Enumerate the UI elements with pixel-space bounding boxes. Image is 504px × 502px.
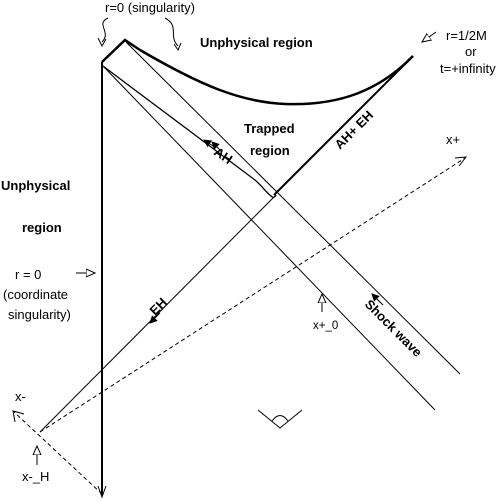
ah-eh-horizon-line	[273, 55, 414, 196]
callout-right-head	[173, 42, 182, 52]
x-minus-arrow	[12, 410, 25, 423]
singularity-label: singularity)	[8, 307, 71, 322]
singularity-top-label: r=0 (singularity)	[105, 0, 195, 15]
x-plus-label: x+	[446, 132, 460, 147]
r-half-m-pointer	[422, 31, 437, 42]
observer-arc	[271, 415, 289, 422]
r-half-m-label: r=1/2M	[446, 28, 487, 43]
shock-arrow-2	[371, 293, 384, 306]
shock-wave-line-lower	[102, 65, 436, 411]
unphysical-left-label-1: Unphysical	[1, 178, 70, 193]
x-minus-label: x-	[15, 389, 26, 404]
coordinate-label: (coordinate	[3, 287, 68, 302]
trapped-label-2: region	[250, 143, 290, 158]
unphysical-top-label: Unphysical region	[200, 35, 313, 50]
callout-right-arrow	[164, 17, 179, 47]
singularity-curve	[139, 48, 414, 106]
eh-label: EH	[147, 295, 170, 318]
ah-arrow	[203, 139, 217, 149]
x-plus-0-label: x+_0	[313, 320, 338, 332]
r0-label: r = 0	[15, 267, 41, 282]
x-minus-axis	[13, 411, 103, 495]
callout-left-head	[97, 37, 107, 48]
x-minus-h-label: x-_H	[22, 469, 49, 484]
shock-arrow-1	[211, 141, 223, 153]
eh-arrow	[149, 312, 161, 324]
unphysical-left-label-2: region	[22, 220, 62, 235]
trapped-label-1: Trapped	[244, 121, 295, 136]
shock-wave-label: Shock wave	[362, 297, 425, 360]
x-plus-axis	[39, 157, 466, 433]
callout-left-arrow	[101, 17, 109, 43]
singularity-segment	[101, 38, 141, 63]
t-infinity-label: t=+infinity	[440, 61, 496, 76]
x-plus-arrow	[454, 156, 468, 167]
observer-symbol	[257, 409, 303, 429]
shock-wave-line-upper	[125, 41, 461, 375]
event-horizon-line	[39, 194, 277, 433]
or-label: or	[465, 44, 477, 59]
origin-arrow-tip	[97, 485, 107, 499]
